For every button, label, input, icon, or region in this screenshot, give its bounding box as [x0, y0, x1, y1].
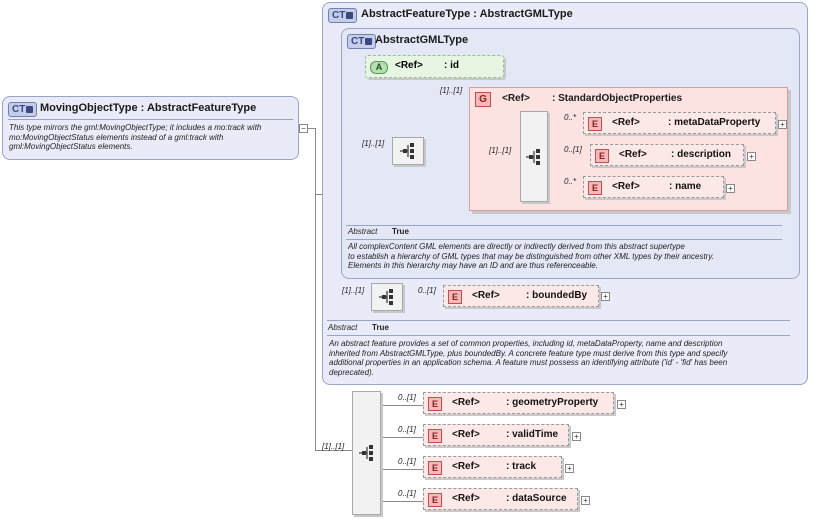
connector: [315, 194, 323, 195]
valid-time-element[interactable]: E <Ref> : validTime: [423, 424, 569, 446]
expand-icon[interactable]: +: [747, 152, 756, 161]
divider: [346, 239, 782, 240]
element-ref: <Ref>: [472, 290, 500, 301]
element-name: : metaDataProperty: [668, 117, 761, 128]
connector: [315, 128, 316, 450]
abstract-gml-doc: All complexContent GML elements are dire…: [348, 242, 714, 270]
group-name: : StandardObjectProperties: [552, 93, 683, 104]
sequence-compositor[interactable]: [392, 137, 424, 165]
occurrence-label: 0..*: [564, 177, 577, 186]
element-ref: <Ref>: [619, 149, 647, 160]
occurrence-label: 0..*: [564, 113, 577, 122]
abstract-label: Abstract: [328, 323, 358, 332]
occurrence-label: 0..[1]: [398, 457, 416, 466]
connector: [381, 501, 423, 502]
connector: [381, 437, 423, 438]
element-badge: E: [588, 181, 602, 195]
data-source-element[interactable]: E <Ref> : dataSource: [423, 488, 578, 510]
element-badge: E: [448, 290, 462, 304]
expand-icon[interactable]: +: [778, 120, 787, 129]
abstract-label: Abstract: [348, 227, 378, 236]
element-ref: <Ref>: [452, 429, 480, 440]
element-badge: E: [588, 117, 602, 131]
occurrence-label: [1]..[1]: [440, 86, 463, 95]
expand-icon[interactable]: +: [601, 292, 610, 301]
group-badge: G: [475, 92, 491, 107]
divider: [327, 335, 790, 336]
expand-icon[interactable]: +: [565, 464, 574, 473]
metadata-property-element[interactable]: E <Ref> : metaDataProperty: [583, 112, 776, 134]
moving-object-type-box[interactable]: CT MovingObjectType : AbstractFeatureTyp…: [2, 96, 299, 160]
element-ref: <Ref>: [612, 181, 640, 192]
group-ref: <Ref>: [502, 93, 530, 104]
occurrence-label: 0..[1]: [564, 145, 582, 154]
id-attribute[interactable]: A <Ref> : id: [365, 55, 504, 78]
abstract-gml-type-name: AbstractGMLType: [375, 34, 469, 46]
complex-type-icon: [365, 38, 373, 45]
description-element[interactable]: E <Ref> : description: [590, 144, 744, 166]
sequence-compositor[interactable]: [371, 283, 403, 311]
attribute-ref: <Ref>: [395, 60, 423, 71]
name-element[interactable]: E <Ref> : name: [583, 176, 724, 198]
occurrence-label: 0..[1]: [398, 489, 416, 498]
expand-icon[interactable]: +: [726, 184, 735, 193]
sequence-compositor[interactable]: [352, 391, 381, 515]
occurrence-label: 0..[1]: [418, 286, 436, 295]
element-ref: <Ref>: [452, 397, 480, 408]
element-name: : boundedBy: [526, 290, 588, 301]
complex-type-icon: [346, 12, 354, 19]
occurrence-label: [1]..[1]: [322, 442, 345, 451]
attribute-name: : id: [444, 60, 459, 71]
complex-type-badge: CT: [328, 8, 358, 23]
track-element[interactable]: E <Ref> : track: [423, 456, 562, 478]
occurrence-label: 0..[1]: [398, 425, 416, 434]
element-name: : description: [671, 149, 732, 160]
connector: [381, 469, 423, 470]
element-ref: <Ref>: [452, 493, 480, 504]
element-badge: E: [595, 149, 609, 163]
complex-type-badge: CT: [347, 34, 377, 49]
attribute-badge: A: [370, 61, 388, 74]
occurrence-label: [1]..[1]: [362, 139, 385, 148]
occurrence-label: 0..[1]: [398, 393, 416, 402]
occurrence-label: [1]..[1]: [342, 286, 365, 295]
element-name: : dataSource: [506, 493, 567, 504]
divider: [8, 119, 293, 120]
divider: [346, 225, 782, 226]
element-ref: <Ref>: [612, 117, 640, 128]
sequence-icon: [358, 445, 373, 461]
abstract-feature-type-name: AbstractFeatureType : AbstractGMLType: [361, 8, 573, 20]
collapse-icon[interactable]: −: [299, 124, 308, 133]
expand-icon[interactable]: +: [617, 400, 626, 409]
sequence-icon: [526, 148, 540, 165]
element-ref: <Ref>: [452, 461, 480, 472]
complex-type-icon: [26, 106, 34, 113]
element-name: : geometryProperty: [506, 397, 599, 408]
connector: [381, 405, 423, 406]
abstract-feature-doc: An abstract feature provides a set of co…: [329, 339, 728, 377]
element-name: : name: [669, 181, 702, 192]
element-name: : validTime: [506, 429, 559, 440]
divider: [327, 320, 790, 321]
element-name: : track: [506, 461, 537, 472]
element-badge: E: [428, 429, 442, 443]
expand-icon[interactable]: +: [581, 496, 590, 505]
bounded-by-element[interactable]: E <Ref> : boundedBy: [443, 285, 599, 307]
occurrence-label: [1]..[1]: [489, 146, 512, 155]
abstract-value: True: [392, 227, 409, 236]
sequence-icon: [379, 289, 393, 305]
element-badge: E: [428, 493, 442, 507]
complex-type-badge: CT: [8, 102, 38, 117]
abstract-value: True: [372, 323, 389, 332]
expand-icon[interactable]: +: [572, 432, 581, 441]
geometry-property-element[interactable]: E <Ref> : geometryProperty: [423, 392, 614, 414]
moving-object-type-name: MovingObjectType : AbstractFeatureType: [40, 102, 257, 114]
element-badge: E: [428, 397, 442, 411]
sequence-compositor[interactable]: [520, 111, 548, 202]
moving-object-doc: This type mirrors the gml:MovingObjectTy…: [9, 123, 262, 151]
element-badge: E: [428, 461, 442, 475]
connector: [315, 450, 352, 451]
sequence-icon: [400, 143, 414, 159]
